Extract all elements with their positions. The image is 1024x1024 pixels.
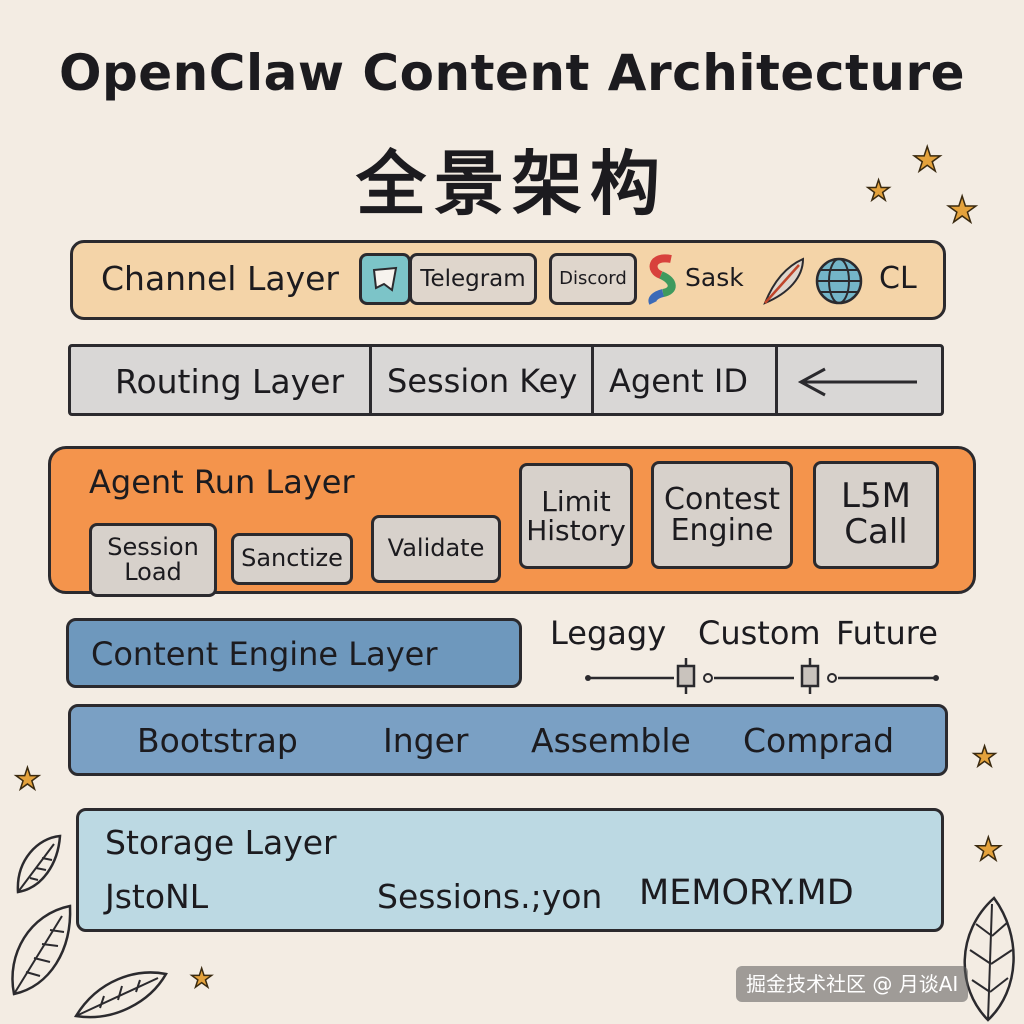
routing-layer-label: Routing Layer	[115, 362, 345, 401]
channel-telegram: Telegram	[409, 253, 537, 305]
routing-layer: Routing Layer Session Key Agent ID	[68, 344, 944, 416]
star-icon: ★	[973, 829, 1003, 869]
routing-divider	[591, 347, 594, 413]
content-engine-layer: Content Engine Layer	[66, 618, 522, 688]
routing-session-key: Session Key	[387, 362, 578, 400]
storage-layer-label: Storage Layer	[105, 823, 337, 862]
chat-app-icon	[359, 253, 411, 305]
step-session-load: Session Load	[89, 523, 217, 597]
content-engine-layer-label: Content Engine Layer	[91, 635, 438, 673]
engine-option-legagy: Legagy	[550, 614, 667, 652]
multicolor-s-icon	[648, 254, 676, 305]
pipeline-comprad: Comprad	[743, 721, 895, 760]
routing-divider	[775, 347, 778, 413]
watermark: 掘金技术社区 @ 月谈AI	[736, 966, 969, 1002]
channel-layer: Channel Layer Telegram Discord Sask CL	[70, 240, 946, 320]
pipeline-layer: Bootstrap Inger Assemble Comprad	[68, 704, 948, 776]
agent-run-layer: Agent Run Layer Session Load Sanctize Va…	[48, 446, 976, 597]
block-contest-engine: Contest Engine	[651, 461, 793, 569]
leaf-icon	[963, 896, 1015, 1022]
star-icon: ★	[945, 189, 979, 232]
plug-connector-icon	[585, 658, 939, 694]
star-icon: ★	[189, 963, 214, 995]
routing-agent-id: Agent ID	[609, 362, 748, 400]
feather-icon	[763, 257, 805, 305]
pipeline-assemble: Assemble	[531, 721, 691, 760]
block-limit-history: Limit History	[519, 463, 633, 569]
star-icon: ★	[911, 139, 943, 181]
engine-option-future: Future	[836, 614, 938, 652]
channel-discord: Discord	[549, 253, 637, 305]
diagram-title: OpenClaw Content Architecture	[58, 44, 966, 102]
storage-sessions: Sessions.;yon	[377, 877, 603, 916]
storage-layer: Storage Layer JstoNL Sessions.;yon MEMOR…	[76, 808, 944, 932]
channel-layer-label: Channel Layer	[101, 259, 339, 298]
agent-run-layer-label: Agent Run Layer	[89, 463, 355, 501]
block-l5m-call: L5M Call	[813, 461, 939, 569]
leaf-icon	[16, 834, 62, 894]
step-validate: Validate	[371, 515, 501, 583]
storage-memory-md: MEMORY.MD	[639, 873, 854, 913]
pipeline-inger: Inger	[383, 721, 469, 760]
star-icon: ★	[13, 761, 41, 798]
star-icon: ★	[971, 739, 998, 774]
pipeline-bootstrap: Bootstrap	[137, 721, 298, 760]
leaf-icon	[11, 904, 72, 996]
leaf-icon	[73, 971, 168, 1019]
globe-icon	[815, 257, 863, 305]
channel-sask: Sask	[685, 263, 744, 292]
step-sanctize: Sanctize	[231, 533, 353, 585]
engine-option-custom: Custom	[698, 614, 821, 652]
routing-divider	[369, 347, 372, 413]
storage-jstonl: JstoNL	[105, 877, 209, 916]
diagram-subtitle: 全景架构	[356, 143, 668, 225]
arrow-left-icon	[797, 367, 917, 397]
channel-cl: CL	[879, 261, 917, 296]
star-icon: ★	[865, 173, 892, 208]
